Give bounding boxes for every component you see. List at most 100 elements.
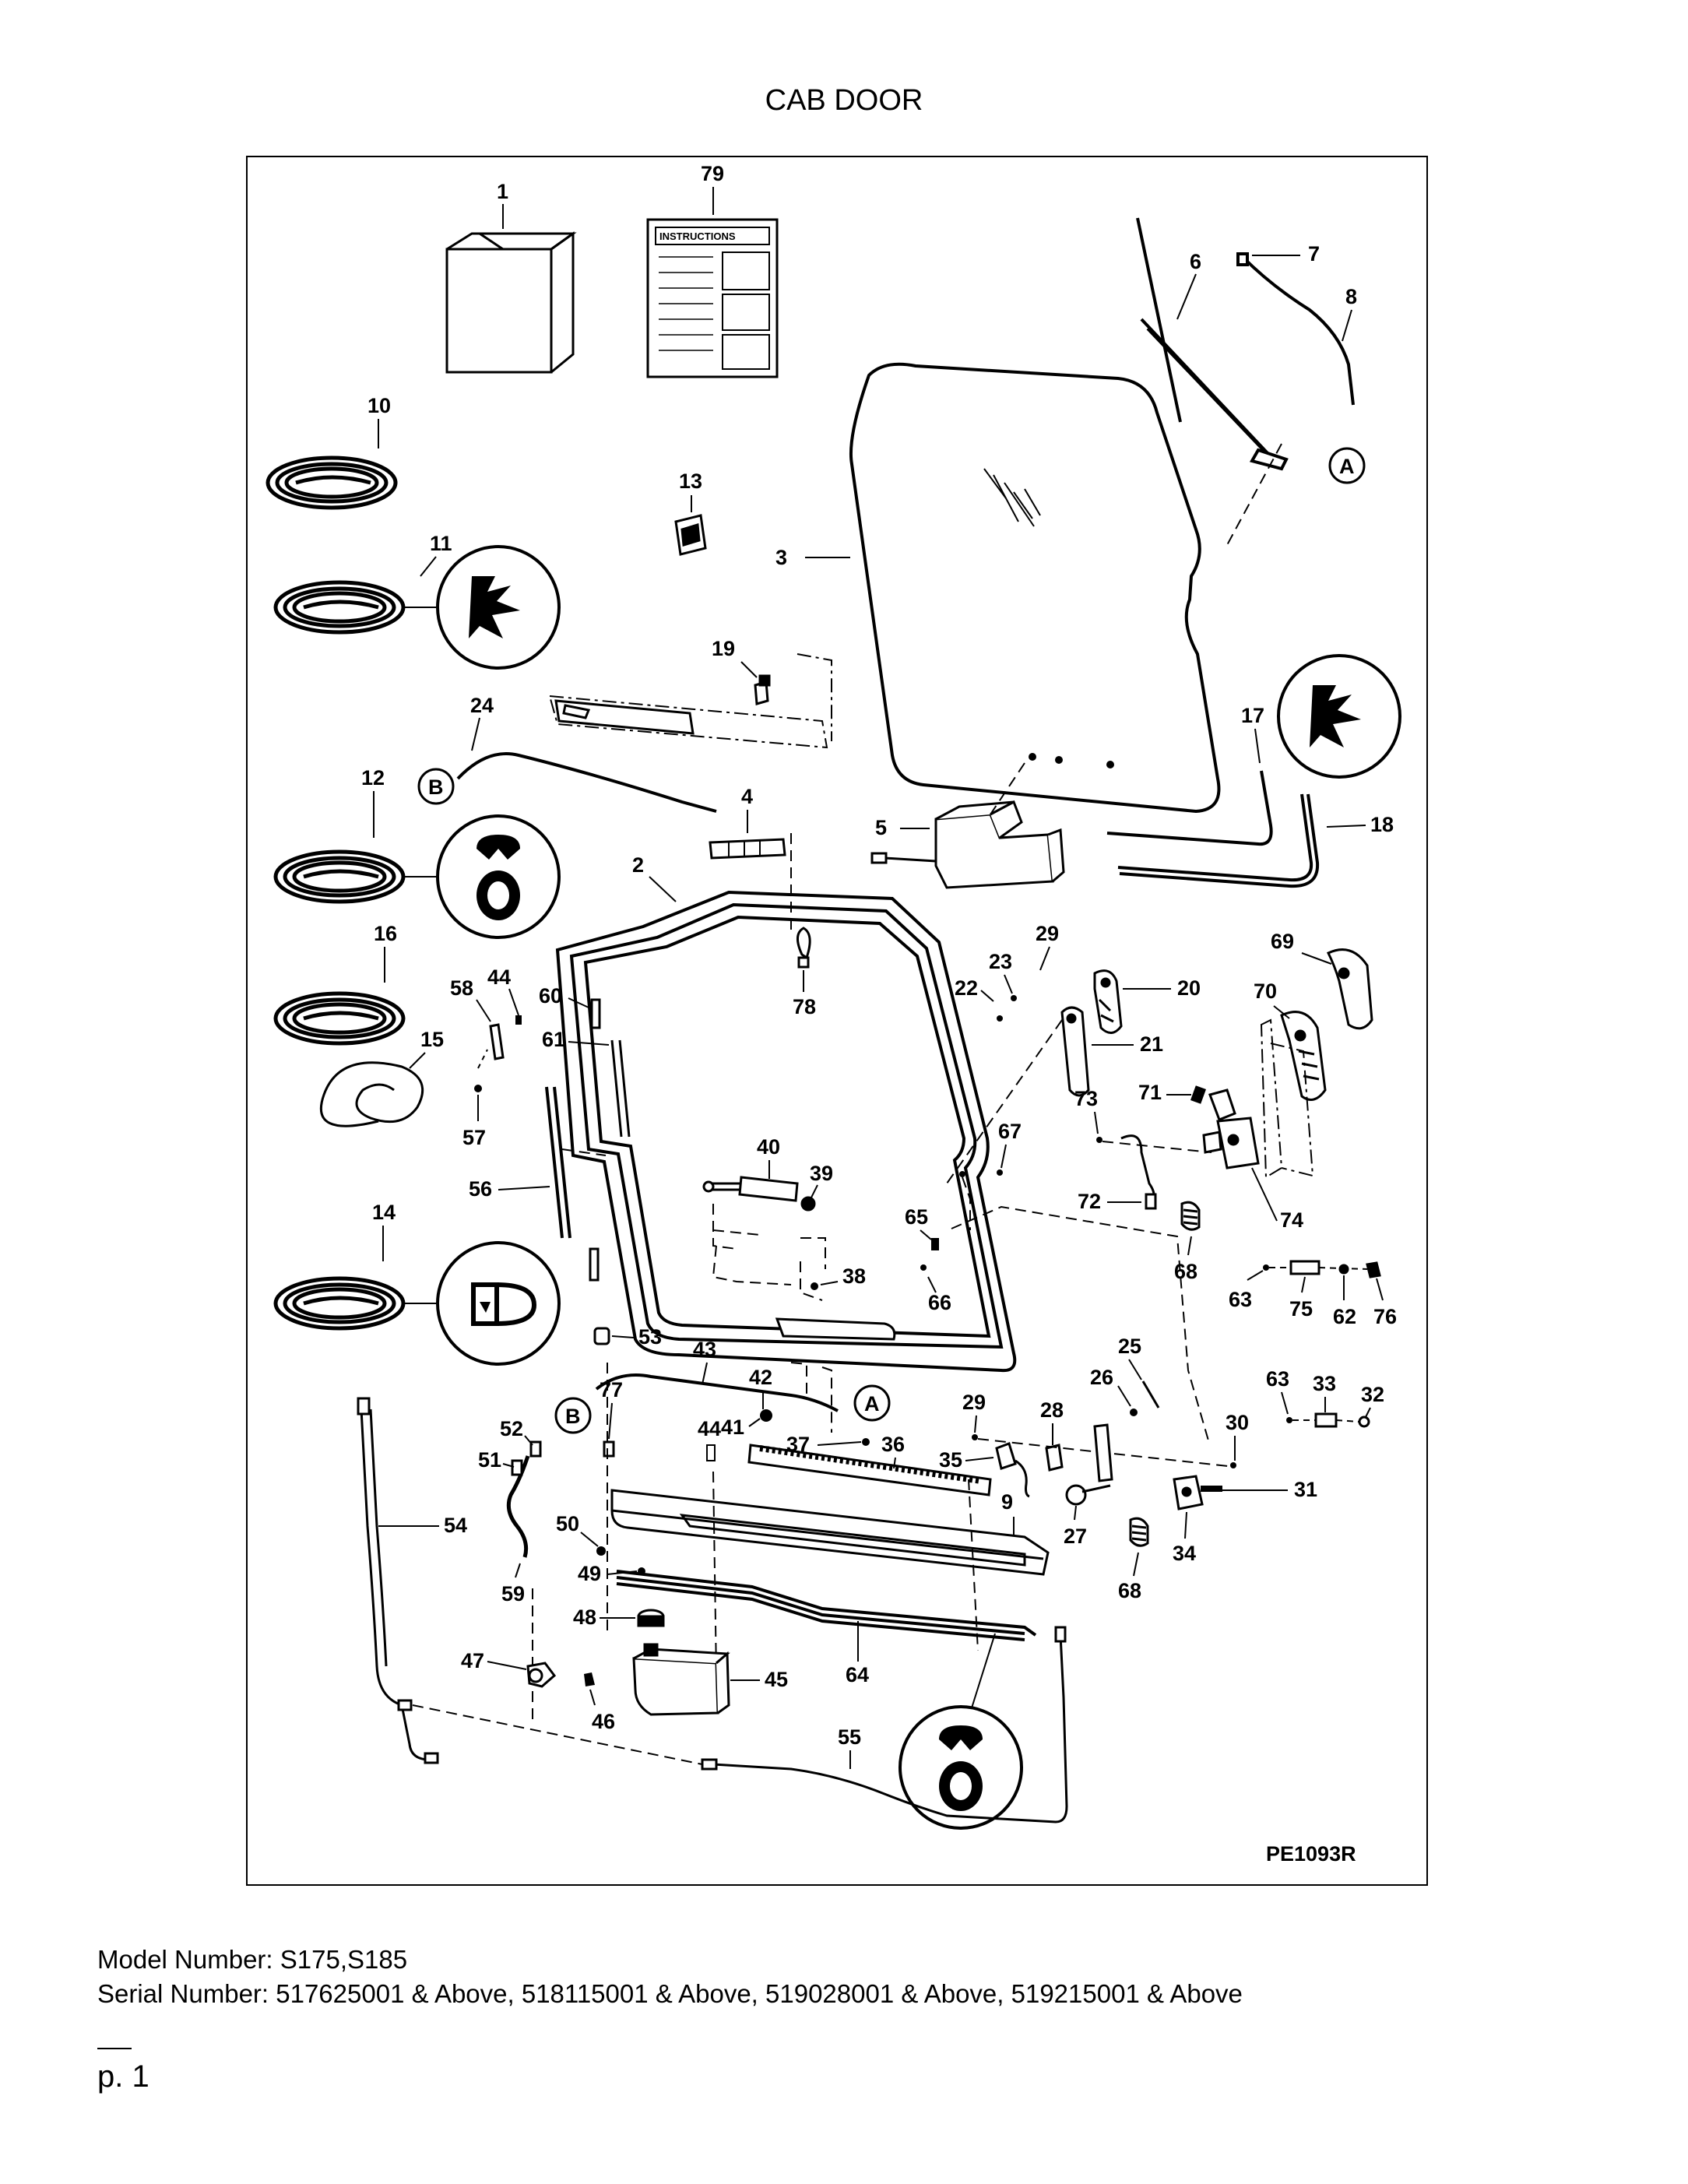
label-68-top: 68 xyxy=(1174,1260,1197,1283)
part-box-1 xyxy=(445,231,577,374)
page-number-rule xyxy=(97,2048,132,2049)
label-29-top: 29 xyxy=(1036,922,1059,945)
label-24: 24 xyxy=(470,694,494,717)
callout-a-top xyxy=(1328,447,1366,484)
label-63-top: 63 xyxy=(1229,1288,1252,1311)
label-8: 8 xyxy=(1345,285,1357,308)
label-25: 25 xyxy=(1118,1335,1141,1358)
callout-b-top xyxy=(417,768,455,805)
label-64: 64 xyxy=(846,1663,869,1686)
part-hose-43 xyxy=(595,1373,839,1412)
label-41: 41 xyxy=(721,1416,744,1439)
seal-profile-icon-12 xyxy=(436,814,561,939)
label-33: 33 xyxy=(1313,1372,1336,1395)
label-75: 75 xyxy=(1289,1297,1313,1321)
label-26: 26 xyxy=(1090,1366,1113,1389)
part-switch-13 xyxy=(674,514,707,556)
part-gas-strut-40 xyxy=(702,1176,816,1212)
label-57: 57 xyxy=(462,1126,486,1149)
label-30: 30 xyxy=(1226,1411,1249,1434)
label-46: 46 xyxy=(592,1710,615,1733)
part-spring-68-top xyxy=(1180,1201,1201,1231)
label-55: 55 xyxy=(838,1725,861,1749)
label-4: 4 xyxy=(741,785,753,808)
part-plate-28 xyxy=(1045,1444,1064,1472)
model-number: Model Number: S175,S185 xyxy=(97,1945,408,1974)
part-pin-75 xyxy=(1289,1260,1381,1278)
reference-code: PE1093R xyxy=(1266,1842,1356,1866)
part-strip-36 xyxy=(747,1444,992,1496)
part-channel-17 xyxy=(1106,770,1320,888)
label-60: 60 xyxy=(539,984,562,1008)
label-66: 66 xyxy=(928,1291,951,1314)
label-63-bottom: 63 xyxy=(1266,1367,1289,1391)
label-45: 45 xyxy=(765,1668,788,1691)
label-38: 38 xyxy=(842,1264,866,1288)
label-58: 58 xyxy=(450,976,473,1000)
part-strip-56 xyxy=(545,1086,571,1239)
label-73: 73 xyxy=(1074,1087,1098,1110)
part-motor-5 xyxy=(870,800,1065,889)
part-bracket-top xyxy=(554,699,695,735)
label-48: 48 xyxy=(573,1605,596,1629)
seal-coil-10 xyxy=(266,455,398,510)
part-spring-72 xyxy=(1120,1134,1157,1210)
label-36: 36 xyxy=(881,1433,905,1456)
part-pump-47 xyxy=(526,1662,557,1688)
part-latch-58 xyxy=(489,1023,505,1060)
part-4 xyxy=(709,838,786,860)
label-1: 1 xyxy=(497,180,508,203)
part-glass-3 xyxy=(849,362,1221,814)
label-49: 49 xyxy=(578,1562,601,1585)
part-handle-21 xyxy=(1060,1006,1090,1097)
part-harness-55 xyxy=(701,1626,1068,1824)
label-70: 70 xyxy=(1254,979,1277,1003)
label-56: 56 xyxy=(469,1177,492,1201)
part-handle-69 xyxy=(1326,948,1373,1030)
label-17: 17 xyxy=(1241,704,1264,727)
label-65: 65 xyxy=(905,1205,928,1229)
part-harness-54 xyxy=(357,1397,439,1764)
label-61: 61 xyxy=(542,1028,565,1051)
label-78: 78 xyxy=(793,995,816,1018)
frame-bottom-channel xyxy=(775,1317,896,1341)
label-52: 52 xyxy=(500,1417,523,1440)
label-67: 67 xyxy=(998,1120,1022,1143)
part-fitting-19 xyxy=(754,674,771,705)
label-19: 19 xyxy=(712,637,735,660)
exploded-parts-diagram: 1 INSTRUCTIONS 79 3 6 xyxy=(266,162,1401,1866)
label-7: 7 xyxy=(1308,242,1320,266)
part-linkage-27 xyxy=(1065,1423,1113,1506)
label-16: 16 xyxy=(374,922,397,945)
label-27: 27 xyxy=(1064,1525,1087,1548)
label-42: 42 xyxy=(749,1366,772,1389)
label-39: 39 xyxy=(810,1162,833,1185)
seal-coil-16 xyxy=(273,991,406,1046)
label-9: 9 xyxy=(1001,1490,1013,1514)
label-3: 3 xyxy=(775,546,787,569)
serial-number: Serial Number: 517625001 & Above, 518115… xyxy=(97,1979,1243,2008)
part-cap-48 xyxy=(637,1609,665,1627)
part-channel-64 xyxy=(616,1570,1037,1641)
seal-coil-12 xyxy=(273,849,406,904)
part-latch-74 xyxy=(1202,1088,1260,1169)
callout-a-bottom-letter: A xyxy=(864,1392,880,1416)
part-latch-35 xyxy=(995,1442,1030,1498)
label-50: 50 xyxy=(556,1512,579,1535)
label-44-top: 44 xyxy=(487,965,511,989)
seal-profile-icon-64 xyxy=(899,1705,1023,1830)
cord-coil-15 xyxy=(319,1061,424,1127)
part-latch-34 xyxy=(1173,1475,1204,1511)
seal-profile-icon-14 xyxy=(436,1241,561,1366)
label-29-bottom: 29 xyxy=(962,1391,986,1414)
label-2: 2 xyxy=(632,853,644,877)
label-15: 15 xyxy=(420,1028,444,1051)
part-hose-59 xyxy=(506,1440,542,1558)
label-20: 20 xyxy=(1177,976,1201,1000)
label-18: 18 xyxy=(1370,813,1394,836)
instructions-label: INSTRUCTIONS xyxy=(659,230,736,242)
label-10: 10 xyxy=(367,394,391,417)
label-28: 28 xyxy=(1040,1398,1064,1422)
label-31: 31 xyxy=(1294,1478,1317,1501)
label-54: 54 xyxy=(444,1514,467,1537)
